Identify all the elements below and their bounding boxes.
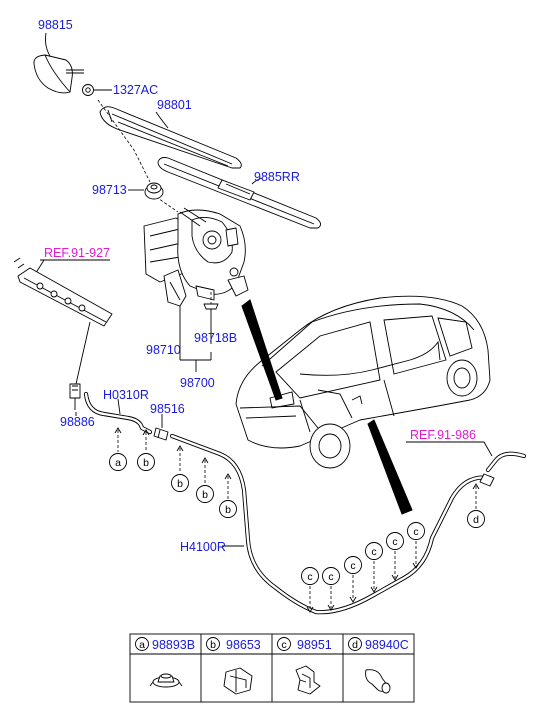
label-98710: 98710 <box>146 343 181 357</box>
cap-98940C-sketch <box>365 669 391 694</box>
nut-1327AC <box>82 84 94 96</box>
svg-text:b: b <box>225 504 231 516</box>
svg-text:b: b <box>202 489 208 501</box>
svg-text:c: c <box>371 546 376 558</box>
svg-text:c: c <box>350 560 355 572</box>
callout-b: b <box>196 485 214 503</box>
leader-98801 <box>155 111 169 129</box>
label-98516: 98516 <box>150 402 185 416</box>
callout-c: c <box>365 542 383 560</box>
label-98718B: 98718B <box>194 331 237 345</box>
pointer-wedge-motor <box>241 299 283 401</box>
stop-lamp <box>13 257 113 327</box>
arrowhead <box>327 604 335 611</box>
pointer-wedge-hose <box>367 419 413 515</box>
legend-header-b: b 98653 <box>206 637 261 652</box>
label-98801: 98801 <box>157 98 192 112</box>
svg-text:c: c <box>307 571 312 583</box>
legend-table: a 98893B b 98653 c 98951 d 98940C <box>129 633 415 703</box>
ref-underline <box>406 441 493 457</box>
wiper-cap-98815 <box>33 54 84 94</box>
callout-a: a <box>109 453 127 471</box>
svg-text:d: d <box>352 639 358 651</box>
arrowhead <box>142 429 150 436</box>
legend-part-number: 98653 <box>226 638 261 652</box>
hose-H0310R <box>83 391 153 435</box>
svg-text:c: c <box>281 639 286 651</box>
legend-part-number: 98951 <box>297 638 332 652</box>
arrowhead <box>349 596 357 603</box>
callout-c: c <box>322 567 340 585</box>
label-H0310R: H0310R <box>103 388 149 402</box>
label-ref-91-986: REF.91-986 <box>410 428 476 442</box>
svg-text:b: b <box>177 478 183 490</box>
legend-part-number: 98893B <box>152 638 195 652</box>
svg-text:d: d <box>473 514 479 526</box>
arrowhead <box>176 445 184 452</box>
connector-98516 <box>153 427 169 441</box>
arrowhead <box>114 427 122 434</box>
leader-9885RR <box>251 177 263 185</box>
clip-98653-sketch <box>223 667 253 695</box>
lamp-line <box>75 321 91 385</box>
screw-98718B <box>203 303 219 318</box>
label-98886: 98886 <box>60 415 95 429</box>
wiper-arm-98801 <box>99 106 242 169</box>
svg-text:c: c <box>413 526 418 538</box>
label-98700: 98700 <box>180 376 215 390</box>
arrowhead <box>224 473 232 480</box>
clip-98893B-sketch <box>149 673 183 688</box>
arrowhead <box>370 586 378 593</box>
callout-c: c <box>301 567 319 585</box>
callout-b: b <box>219 500 237 518</box>
svg-text:b: b <box>143 457 149 469</box>
leader-H0310R <box>117 398 121 415</box>
callout-c: c <box>407 522 425 540</box>
label-1327AC: 1327AC <box>113 83 158 97</box>
arrowhead <box>201 457 209 464</box>
legend-header-a: a 98893B <box>135 637 195 652</box>
hose-H4100R <box>169 433 493 615</box>
label-H4100R: H4100R <box>180 540 226 554</box>
svg-text:c: c <box>328 571 333 583</box>
label-98713: 98713 <box>92 183 127 197</box>
washer-pipe-end <box>479 451 527 487</box>
arrowhead <box>472 483 480 490</box>
callout-b: b <box>171 474 189 492</box>
svg-text:b: b <box>210 639 216 651</box>
wiper-blade-9885RR <box>157 157 321 229</box>
legend-header-d: d 98940C <box>348 637 409 652</box>
arrowhead <box>391 574 399 581</box>
legend-part-number: 98940C <box>365 638 409 652</box>
arrowhead <box>306 606 314 613</box>
legend-header-c: c 98951 <box>277 637 332 652</box>
wiper-motor-98710 <box>143 207 249 307</box>
svg-text:c: c <box>392 536 397 548</box>
callout-c: c <box>344 556 362 574</box>
svg-text:a: a <box>139 639 145 651</box>
label-98815: 98815 <box>38 18 73 32</box>
callout-c: c <box>386 532 404 550</box>
label-9885RR: 9885RR <box>254 170 300 184</box>
leader-98815 <box>45 32 51 57</box>
vehicle-illustration <box>235 295 491 469</box>
nozzle-98886 <box>69 383 81 410</box>
arrowhead <box>412 562 420 569</box>
alignment-line <box>97 99 151 183</box>
clip-98951-sketch <box>295 665 321 695</box>
callout-d: d <box>467 510 485 528</box>
callout-b: b <box>137 453 155 471</box>
svg-text:a: a <box>115 457 121 469</box>
label-ref-91-927: REF.91-927 <box>44 246 110 260</box>
grommet-98713 <box>144 182 164 200</box>
